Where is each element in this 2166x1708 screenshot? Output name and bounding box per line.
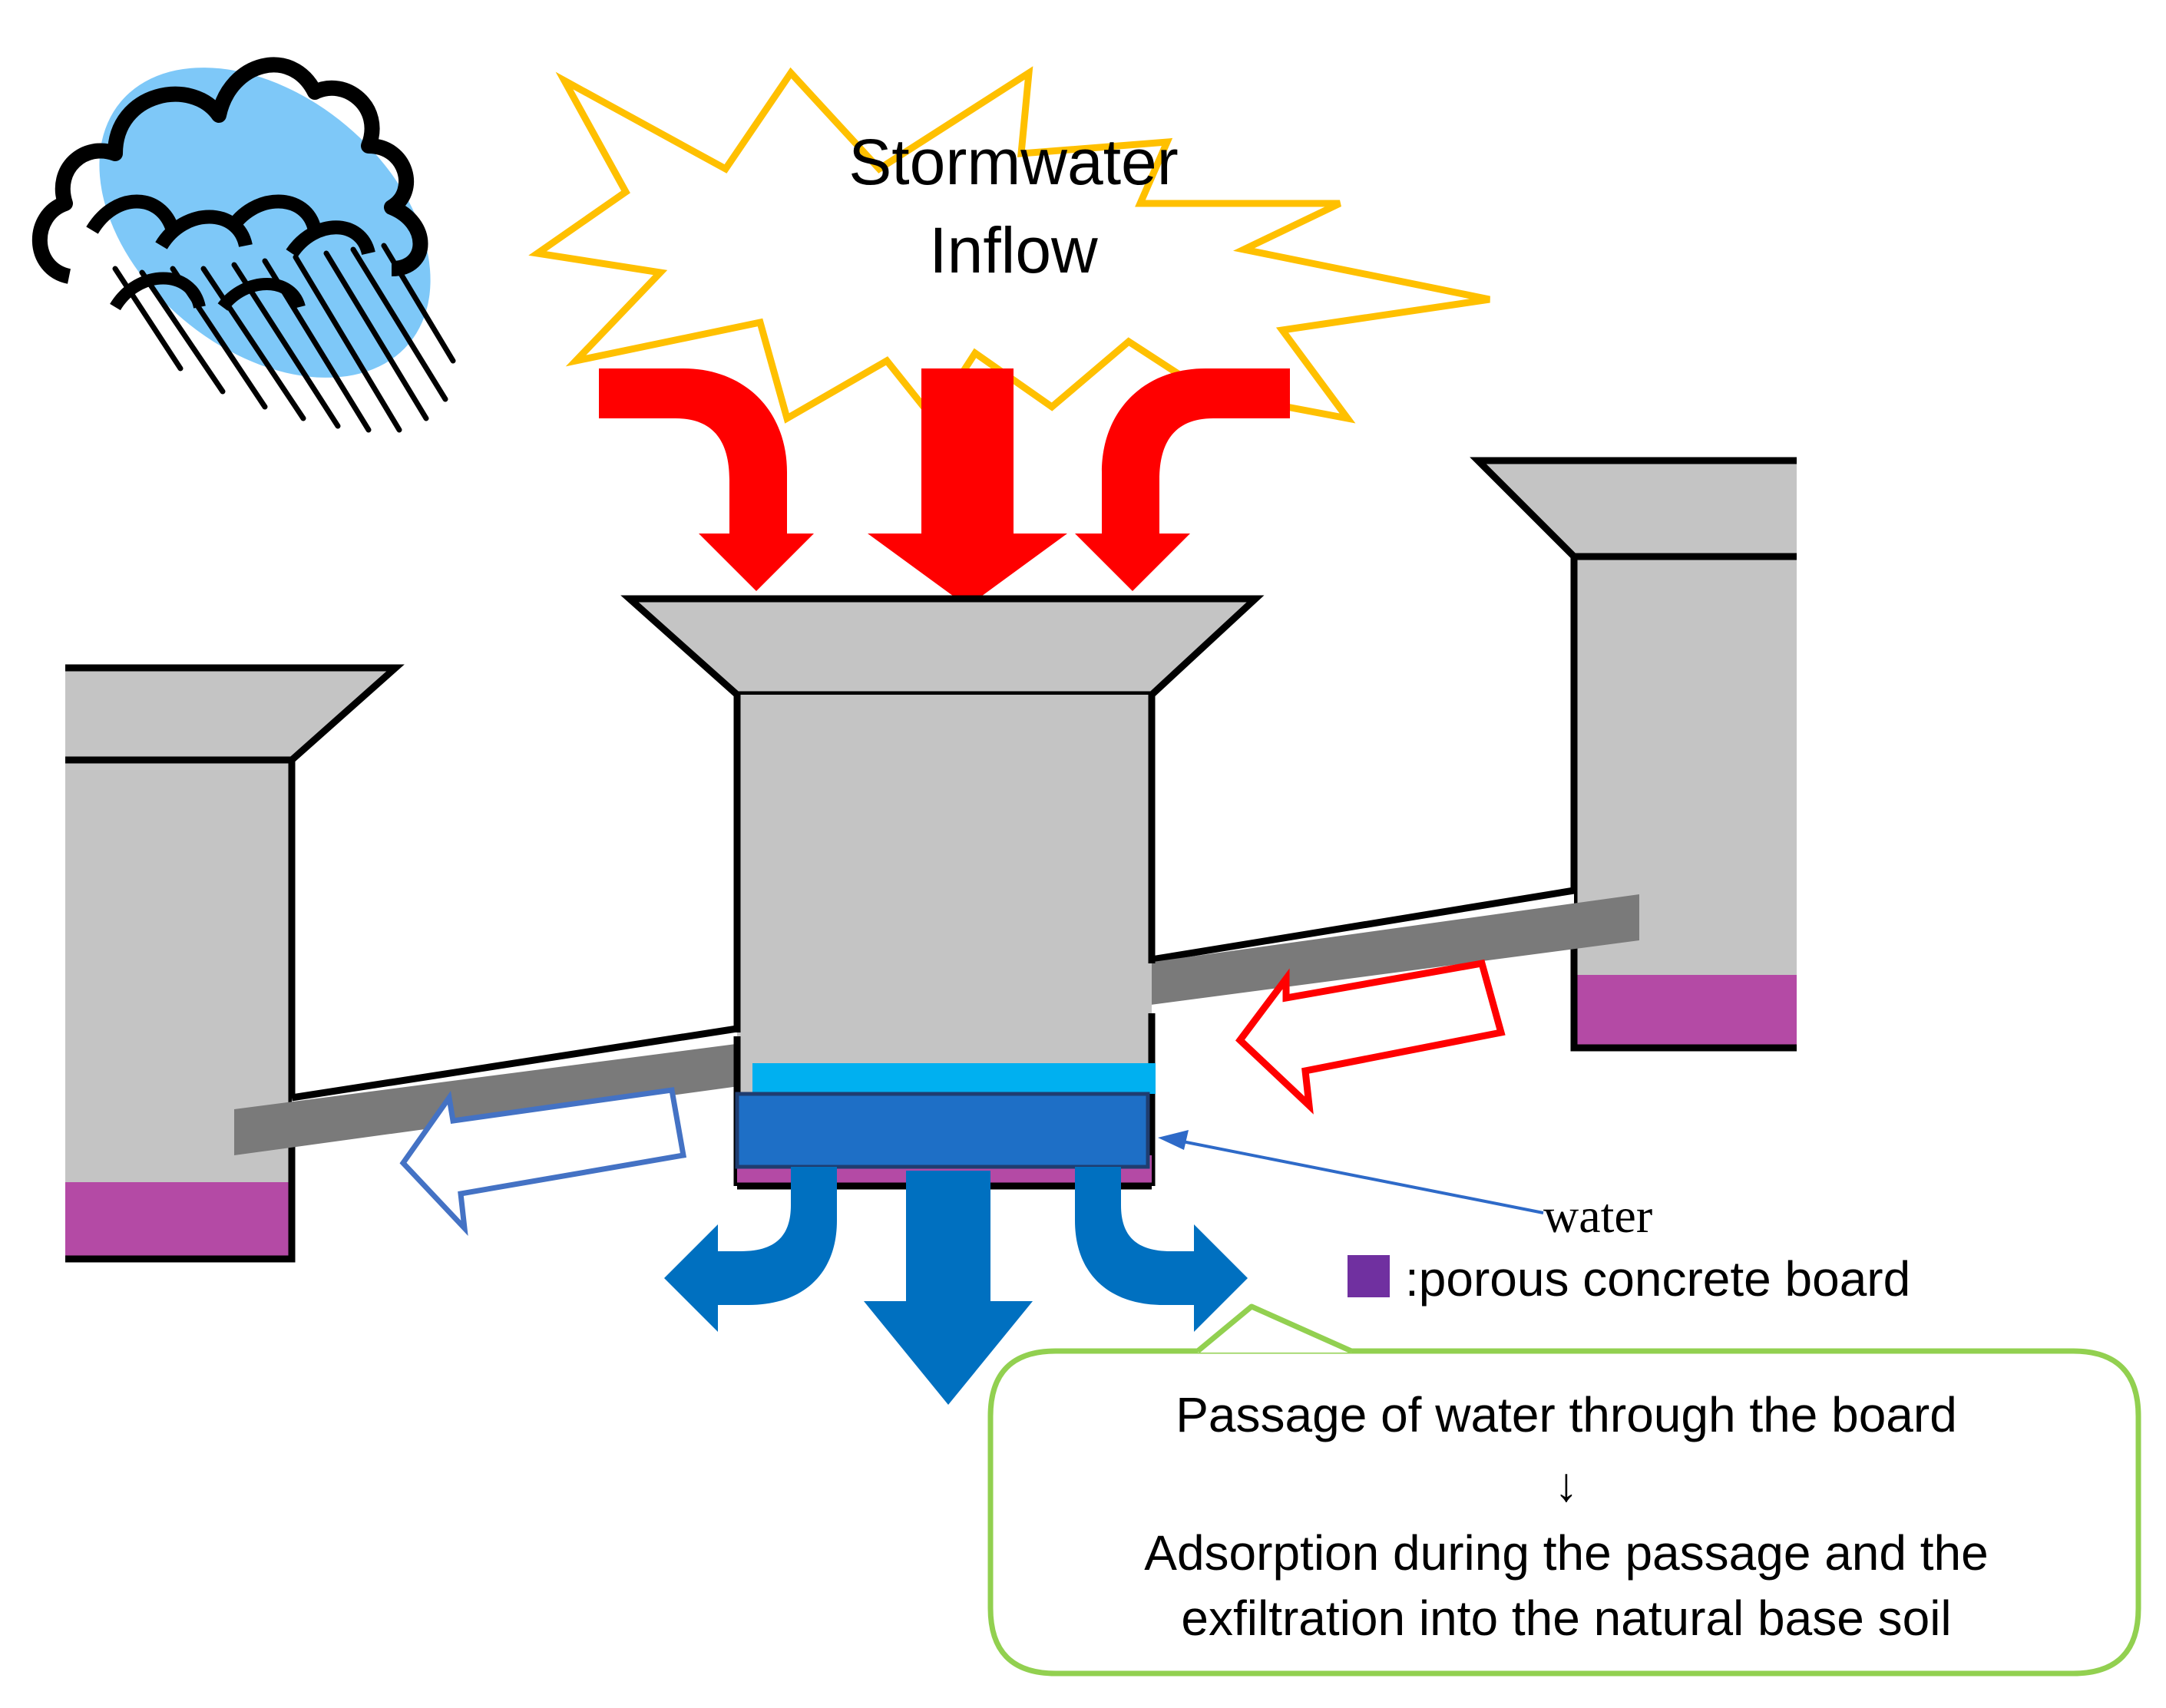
porous-concrete-board-left [65, 1182, 292, 1259]
left-pipe [234, 1025, 795, 1155]
callout-bubble [987, 1303, 2141, 1677]
inflow-arrow-left [599, 368, 814, 591]
exfiltration-arrow-left [664, 1167, 837, 1332]
burst-title-line1: Stormwater [848, 126, 1178, 198]
right-pipe [1086, 887, 1639, 1013]
callout-line1: Passage of water through the board [1176, 1387, 1957, 1442]
water-pointer [1158, 1130, 1544, 1214]
exfiltration-arrow-center [864, 1171, 1033, 1405]
outflow-outline-arrow [399, 1087, 687, 1237]
central-infiltration-inlet [620, 595, 1265, 1190]
exfiltration-arrow-right [1075, 1167, 1248, 1332]
filter-board [735, 1092, 1150, 1169]
callout-line3: exfiltration into the natural base soil [1181, 1591, 1951, 1646]
inflow-outline-arrow [1235, 959, 1506, 1115]
callout-line2: Adsorption during the passage and the [1144, 1525, 1988, 1581]
inflow-arrow-center [868, 368, 1067, 606]
water-layer [752, 1063, 1156, 1094]
water-label: water [1543, 1188, 1652, 1243]
legend-text: :porous concrete board [1405, 1251, 1910, 1307]
porous-concrete-board-right [1574, 975, 1797, 1048]
legend-swatch [1348, 1255, 1390, 1297]
left-inlet-structure [65, 664, 405, 1263]
right-inlet-structure [1470, 457, 1797, 1052]
burst-title-line2: Inflow [929, 214, 1098, 286]
inflow-arrow-right [1075, 368, 1290, 591]
inflow-arrows [599, 368, 1290, 606]
exfiltration-arrows [664, 1167, 1248, 1405]
rain-cloud-icon [31, 57, 456, 433]
callout-arrow: ↓ [1555, 1459, 1579, 1511]
legend: :porous concrete board [1348, 1251, 1910, 1307]
